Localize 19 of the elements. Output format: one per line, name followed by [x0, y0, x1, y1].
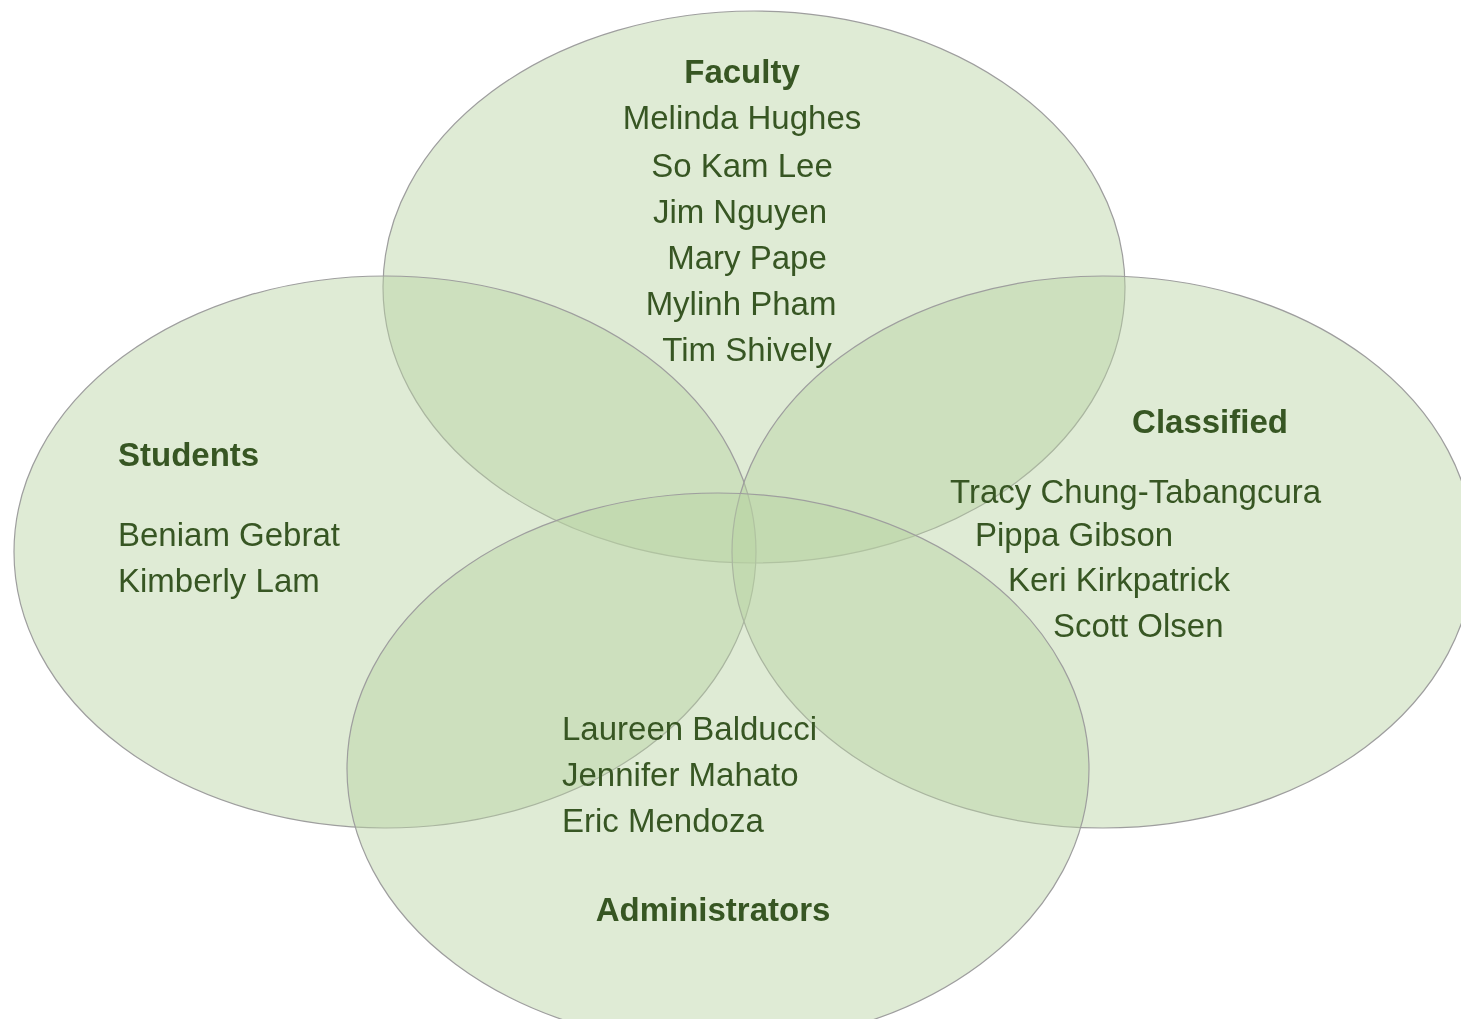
member-name: Laureen Balducci [562, 709, 817, 749]
set-heading: Students [118, 435, 260, 475]
member-name: Pippa Gibson [975, 515, 1174, 555]
set-heading: Classified [1132, 402, 1288, 442]
member-name: Scott Olsen [1053, 606, 1224, 646]
set-heading: Administrators [595, 890, 831, 930]
member-name: Tim Shively [662, 330, 832, 370]
member-name: Eric Mendoza [562, 801, 764, 841]
member-name: Melinda Hughes [622, 98, 862, 138]
member-name: Mylinh Pham [645, 284, 837, 324]
member-name: Beniam Gebrat [118, 515, 340, 555]
member-name: Kimberly Lam [118, 561, 320, 601]
member-name: So Kam Lee [651, 146, 833, 186]
member-name: Jennifer Mahato [562, 755, 799, 795]
set-heading: Faculty [684, 52, 800, 92]
member-name: Keri Kirkpatrick [1008, 560, 1230, 600]
member-name: Tracy Chung-Tabangcura [950, 472, 1322, 512]
member-name: Mary Pape [667, 238, 827, 278]
member-name: Jim Nguyen [652, 192, 828, 232]
